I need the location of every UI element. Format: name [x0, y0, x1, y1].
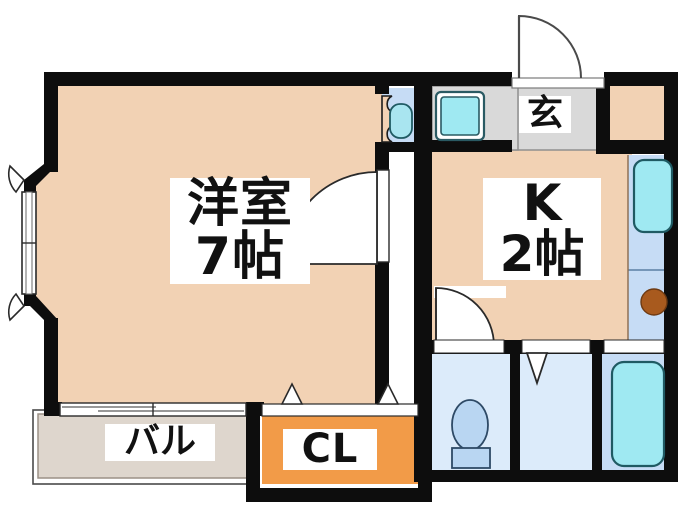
- walls: [24, 72, 678, 502]
- wall-washing-pan-bottom: [375, 142, 415, 152]
- wall-balcony-left-corner: [44, 402, 58, 416]
- kitchen-sink: [632, 158, 674, 234]
- closet-door-track: [261, 403, 419, 417]
- closet-door-fold-marker-right: [376, 382, 400, 405]
- bathroom-door: [603, 339, 665, 354]
- main-room-door-leaf: [376, 169, 390, 263]
- wall-right-outer: [664, 72, 678, 482]
- balcony-sliding-window: [59, 402, 247, 417]
- toilet-bowl: [451, 399, 489, 451]
- toilet-door: [433, 339, 505, 354]
- washing-machine-pan: [381, 95, 413, 143]
- wall-top-main: [44, 72, 389, 86]
- bay-window-sash-bottom: [7, 292, 26, 322]
- wall-left-upper: [44, 72, 58, 172]
- wall-bay-jamb-bottom: [24, 292, 36, 306]
- closet-folding-door: [261, 382, 419, 417]
- washroom-door-fold-marker: [525, 352, 549, 386]
- bay-window-sash-top: [7, 164, 26, 194]
- wall-left-lower: [44, 318, 58, 416]
- fixtures: [381, 90, 674, 469]
- balcony-label: バル: [105, 423, 215, 461]
- wall-wetzone-bottom: [414, 470, 678, 482]
- main-room-label: 洋室 7帖: [170, 177, 310, 285]
- washroom-floor: [518, 352, 600, 474]
- wall-closet-right: [418, 402, 432, 502]
- wall-corridor-left-lower: [414, 150, 432, 350]
- washbasin: [434, 90, 486, 142]
- wall-storage-left: [596, 72, 610, 150]
- washroom-door-track: [521, 339, 591, 354]
- entrance-label: 玄: [519, 95, 571, 133]
- wall-closet-left: [246, 402, 260, 502]
- stove-burner: [640, 288, 668, 316]
- wall-washroom-bath: [592, 352, 602, 476]
- closet-door-fold-marker-left: [280, 382, 304, 405]
- wall-toilet-washroom: [510, 352, 520, 476]
- wall-bay-jamb-top: [24, 180, 36, 194]
- toilet-tank: [451, 447, 491, 469]
- kitchen-label: K 2帖: [483, 178, 601, 280]
- washing-machine-drain: [389, 103, 413, 139]
- bay-window: [7, 164, 37, 322]
- wall-corridor-left-upper: [414, 72, 432, 152]
- closet-label: CL: [283, 429, 377, 470]
- wall-closet-bottom: [246, 488, 432, 502]
- bathtub: [610, 360, 666, 468]
- entrance-door-threshold: [511, 77, 605, 89]
- washbasin-bowl: [440, 96, 480, 136]
- toilet-fixture: [451, 399, 491, 469]
- entrance-door-swing-arc: [518, 14, 582, 79]
- washroom-folding-door: [521, 339, 591, 386]
- wall-storage-bottom: [596, 140, 678, 154]
- wall-entrance-kitchen: [432, 140, 512, 152]
